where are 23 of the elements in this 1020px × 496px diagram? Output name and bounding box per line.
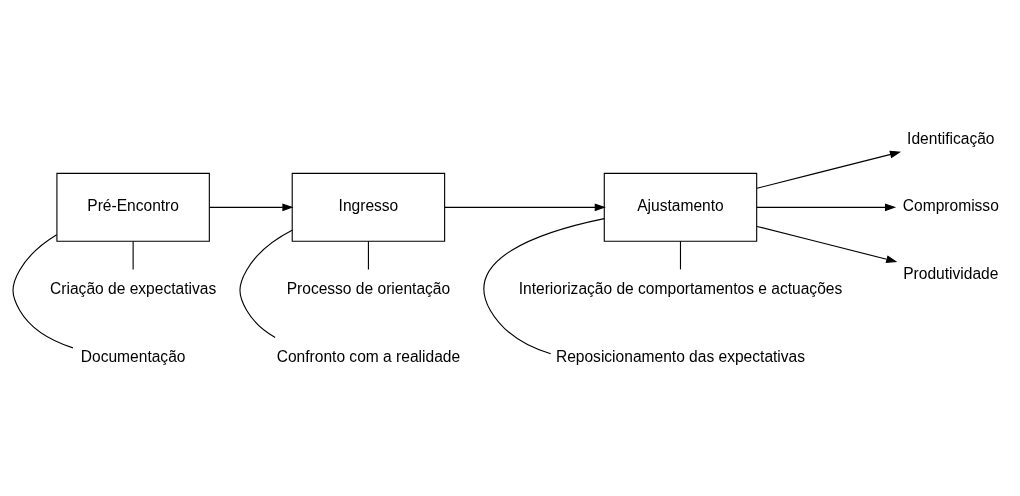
node-text: Identificação — [907, 129, 995, 147]
node-text: Compromisso — [902, 196, 999, 214]
arrow — [444, 202, 606, 211]
connector — [12, 233, 74, 348]
connector — [679, 240, 682, 270]
arrow — [756, 225, 898, 263]
connector — [239, 229, 293, 338]
node-box: Pré-Encontro — [56, 172, 210, 242]
arrow — [756, 202, 897, 211]
node-text: Processo de orientação — [286, 279, 451, 297]
node-text: Documentação — [80, 347, 186, 365]
node-text: Criação de expectativas — [50, 279, 217, 297]
arrow — [209, 202, 294, 211]
connector — [367, 240, 369, 270]
connector — [132, 240, 134, 270]
node-text: Reposicionamento das expectativas — [555, 347, 806, 365]
node-box: Ingresso — [291, 172, 446, 242]
connector — [483, 217, 605, 354]
node-text: Produtividade — [903, 264, 999, 282]
arrow — [756, 150, 902, 189]
node-text: Confronto com a realidade — [276, 347, 461, 365]
node-box: Ajustamento — [603, 172, 758, 242]
node-text: Interiorização de comportamentos e actuações — [518, 279, 843, 297]
